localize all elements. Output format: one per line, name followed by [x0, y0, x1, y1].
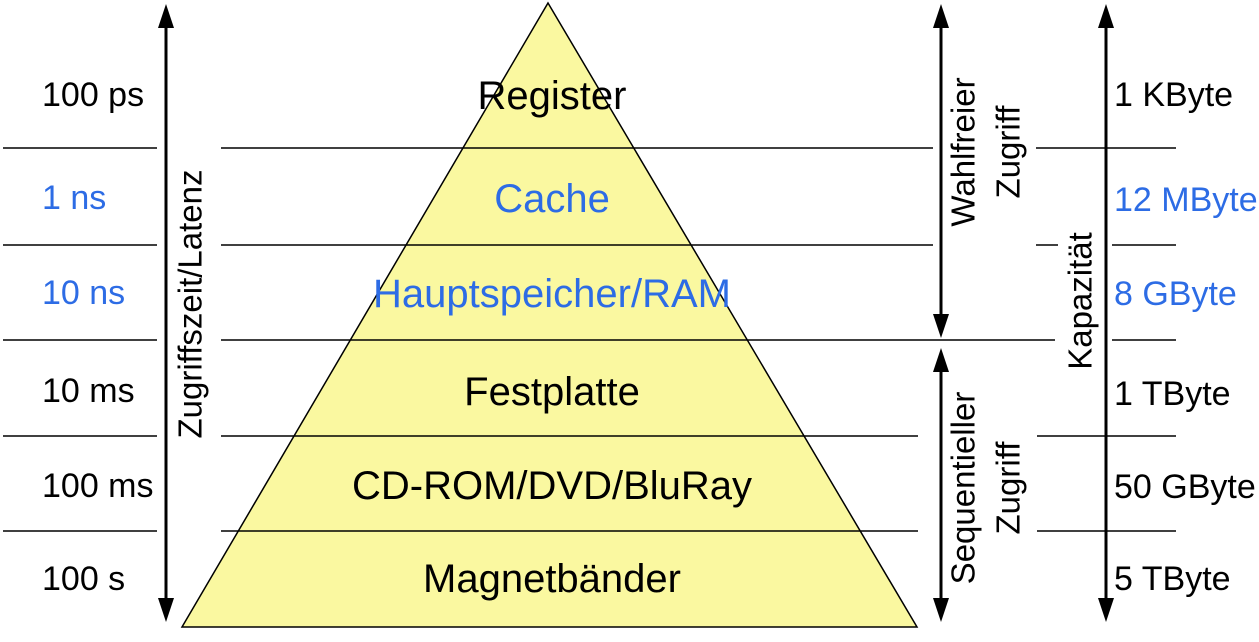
- random-access-arrow: [933, 4, 949, 338]
- capacity-value-register: 1 KByte: [1114, 76, 1234, 114]
- sequential-access-label-line1: Sequentieller: [944, 391, 982, 585]
- pyramid-level-register: Register: [477, 74, 627, 118]
- random-access-label: Wahlfreier Zugriff: [941, 77, 1030, 226]
- capacity-value-cache: 12 MByte: [1114, 181, 1258, 219]
- sequential-access-label: Sequentieller Zugriff: [941, 392, 1030, 585]
- capacity-axis-label: Kapazität: [1061, 232, 1099, 370]
- capacity-axis-arrow: [1098, 4, 1114, 622]
- pyramid-level-hdd: Festplatte: [464, 370, 640, 414]
- pyramid-shape: [180, 1, 919, 628]
- pyramid-level-tape: Magnetbänder: [423, 557, 681, 601]
- latency-axis-label: Zugriffszeit/Latenz: [171, 169, 209, 439]
- latency-value-optical: 100 ms: [42, 467, 154, 505]
- latency-value-register: 100 ps: [42, 76, 145, 114]
- pyramid-level-optical: CD-ROM/DVD/BluRay: [351, 464, 753, 508]
- sequential-access-arrow: [933, 348, 949, 622]
- random-access-label-line1: Wahlfreier: [944, 77, 982, 227]
- capacity-value-hdd: 1 TByte: [1114, 375, 1231, 413]
- capacity-value-ram: 8 GByte: [1114, 275, 1237, 313]
- sequential-access-label-line2: Zugriff: [989, 441, 1026, 535]
- capacity-value-tape: 5 TByte: [1114, 560, 1231, 598]
- random-access-label-line2: Zugriff: [989, 105, 1026, 199]
- latency-value-hdd: 10 ms: [42, 372, 135, 410]
- latency-value-cache: 1 ns: [42, 179, 107, 217]
- pyramid-level-ram: Hauptspeicher/RAM: [373, 272, 731, 316]
- pyramid-level-cache: Cache: [494, 177, 610, 221]
- capacity-value-optical: 50 GByte: [1114, 468, 1256, 506]
- latency-axis-arrow: [158, 4, 174, 622]
- latency-value-ram: 10 ns: [42, 274, 126, 312]
- latency-value-tape: 100 s: [42, 560, 126, 598]
